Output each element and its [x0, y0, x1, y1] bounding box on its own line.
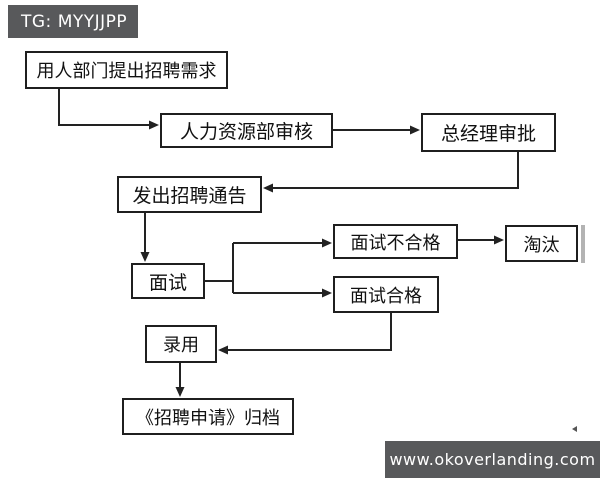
node-interview: 面试	[131, 263, 205, 299]
node-gm-approve-label: 总经理审批	[440, 123, 536, 145]
node-hr-review: 人力资源部审核	[160, 113, 333, 148]
node-recruitment-need: 用人部门提出招聘需求	[25, 51, 228, 89]
node-hire: 录用	[145, 325, 217, 363]
node-notice: 发出招聘通告	[117, 176, 262, 213]
connector-gm-approve-to-notice	[263, 152, 519, 193]
node-interview-pass-label: 面试合格	[350, 285, 422, 307]
node-interview-fail: 面试不合格	[333, 224, 458, 259]
node-eliminate: 淘汰	[505, 225, 578, 262]
node-interview-fail-label: 面试不合格	[350, 232, 441, 254]
connector-pass-to-hire	[218, 313, 392, 355]
connector-need-to-hr-review	[58, 89, 159, 130]
telegram-badge-text: TG: MYYJJPP	[21, 11, 128, 32]
node-notice-label: 发出招聘通告	[132, 185, 247, 207]
telegram-badge: TG: MYYJJPP	[8, 5, 138, 38]
node-eliminate-label: 淘汰	[523, 234, 560, 256]
node-hire-label: 录用	[163, 335, 199, 356]
node-interview-pass: 面试合格	[333, 276, 439, 313]
node-hr-review-label: 人力资源部审核	[179, 121, 313, 143]
node-archive: 《招聘申请》归档	[122, 398, 294, 435]
node-gm-approve: 总经理审批	[421, 113, 556, 152]
node-interview-label: 面试	[148, 271, 187, 294]
watermark-badge: www.okoverlanding.com	[385, 441, 600, 478]
node-archive-label: 《招聘申请》归档	[136, 407, 280, 429]
side-gray-bar	[581, 225, 585, 263]
node-recruitment-need-label: 用人部门提出招聘需求	[36, 61, 217, 82]
watermark-text: www.okoverlanding.com	[389, 450, 596, 469]
small-anchor-marker-icon	[572, 426, 577, 432]
